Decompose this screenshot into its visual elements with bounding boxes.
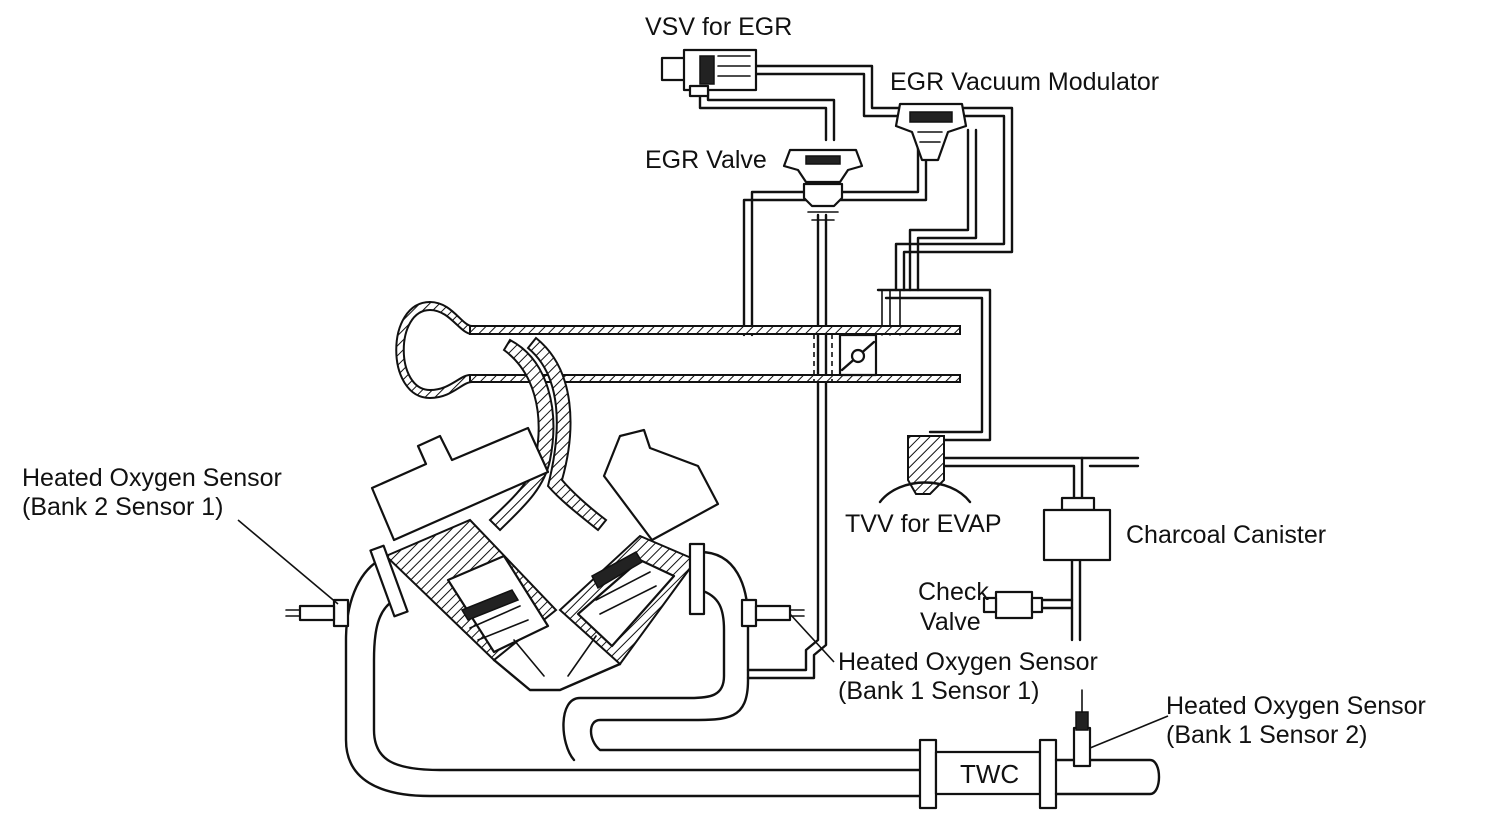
label-ho2s-b1s2-line2: (Bank 1 Sensor 2) (1166, 721, 1368, 749)
label-egr-vacuum-modulator: EGR Vacuum Modulator (890, 68, 1159, 96)
label-ho2s-b1s2-line1: Heated Oxygen Sensor (1166, 692, 1426, 720)
label-tvv-evap: TVV for EVAP (845, 510, 1002, 538)
oxygen-sensor-b2s1 (285, 598, 350, 628)
charcoal-canister (1042, 496, 1112, 562)
label-ho2s-b2s1-line1: Heated Oxygen Sensor (22, 464, 282, 492)
label-ho2s-b1s1-line2: (Bank 1 Sensor 1) (838, 677, 1040, 705)
label-egr-valve: EGR Valve (645, 146, 767, 174)
intake-manifold (395, 300, 961, 532)
egr-vacuum-modulator (894, 102, 968, 162)
egr-valve (782, 148, 864, 221)
label-ho2s-b2s1-line2: (Bank 2 Sensor 1) (22, 493, 224, 521)
check-valve (982, 590, 1044, 620)
label-twc: TWC (960, 759, 1019, 789)
tvv-evap (878, 435, 972, 504)
vsv-egr-valve (660, 48, 758, 98)
label-ho2s-b1s1-line1: Heated Oxygen Sensor (838, 648, 1098, 676)
exhaust-system (344, 542, 1161, 810)
label-check-valve-line2: Valve (920, 608, 981, 636)
oxygen-sensor-b1s1 (740, 598, 805, 628)
label-charcoal-canister: Charcoal Canister (1126, 521, 1326, 549)
leader-lines (237, 519, 1169, 749)
label-check-valve-line1: Check (918, 578, 989, 606)
engine-block (370, 426, 720, 692)
label-vsv-egr: VSV for EGR (645, 13, 792, 41)
